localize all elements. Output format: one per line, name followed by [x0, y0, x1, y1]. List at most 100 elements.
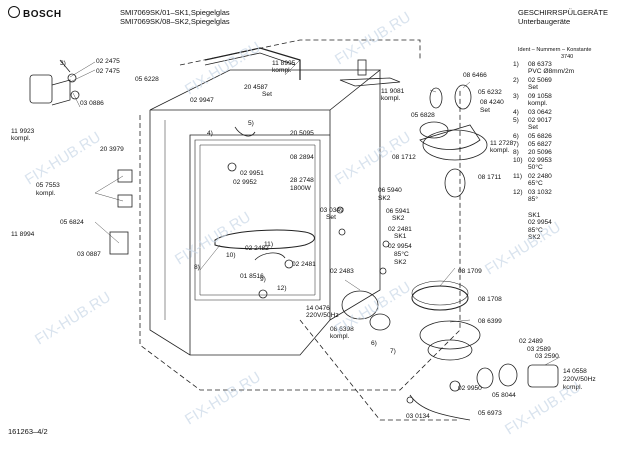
door-seal-inner: [199, 144, 316, 296]
part-label: 11 8995: [272, 60, 296, 67]
part-label: 08 6466: [463, 72, 487, 79]
legend-idx: 7): [513, 141, 519, 148]
legend-desc: SK1: [528, 212, 541, 219]
brand-name: BOSCH: [23, 9, 62, 20]
part-label: Set: [480, 107, 490, 114]
part-label: 11 8994: [11, 231, 35, 238]
part-label: 05 6228: [135, 76, 159, 83]
tub-inner-edge: [189, 134, 330, 355]
callout-8: 8): [194, 264, 200, 271]
part-label: 08 4240: [480, 99, 504, 106]
part-label: kompl.: [11, 135, 31, 142]
part-label: 08 1712: [392, 154, 416, 161]
part-label: 28 2748: [290, 177, 314, 184]
part-label: 02 2489: [519, 338, 543, 345]
legend-header-number: 3740: [561, 54, 574, 60]
spray-arm-hub: [444, 168, 466, 198]
legend-idx: 10): [513, 157, 523, 164]
sump-ring-1: [411, 285, 469, 311]
filter-cylinder: [429, 87, 443, 109]
legend-desc: Set: [528, 84, 538, 91]
part-label: 02 2482: [245, 245, 269, 252]
legend-idx: 12): [513, 189, 523, 196]
part-label: 05 8044: [492, 392, 516, 399]
lower-spray-arm: [422, 129, 488, 161]
part-label: 03 0887: [77, 251, 101, 258]
part-label: 01 8516: [240, 273, 264, 280]
legend-idx: 1): [513, 61, 519, 68]
part-label: 08 1711: [478, 174, 502, 181]
part-label: 06 5940: [378, 187, 402, 194]
legend-num: 05 6826: [528, 133, 552, 140]
part-label: kompl.: [563, 384, 583, 391]
part-label: 02 2483: [330, 268, 354, 275]
part-label: 1800W: [290, 185, 311, 192]
inlet-fitting: [67, 73, 77, 83]
legend-num: 09 1058: [528, 93, 552, 100]
part-label: 11 9081: [381, 88, 405, 95]
part-label: kompl.: [381, 95, 401, 102]
part-label: 20 3979: [100, 146, 124, 153]
part-label: 05 6824: [60, 219, 84, 226]
part-label: 02 9954: [388, 243, 412, 250]
part-label: SK1: [394, 233, 407, 240]
callout-10: 10): [226, 252, 236, 259]
part-label: SK2: [378, 195, 391, 202]
legend-num: 03 1032: [528, 189, 552, 196]
legend-desc: 02 9954: [528, 219, 552, 226]
brand-logo: BOSCH: [8, 6, 62, 20]
part-label: Set: [326, 214, 336, 221]
spray-arm-lower: [419, 124, 481, 150]
callout-3: 3): [60, 60, 66, 67]
circulation-pump: [341, 290, 379, 320]
part-label: 02 2481: [292, 261, 316, 268]
callout-7: 7): [390, 348, 396, 355]
bracket-2: [117, 194, 133, 208]
category-subtitle: Unterbaugeräte: [518, 17, 571, 26]
legend-idx: 5): [513, 117, 519, 124]
bosch-circle-icon: [8, 6, 20, 18]
part-label: 05 6232: [478, 89, 502, 96]
part-label: 08 1708: [478, 296, 502, 303]
legend-desc: PVC Ø8mm/2m: [528, 68, 575, 75]
part-label: kompl.: [330, 333, 350, 340]
part-label: 06 5941: [386, 208, 410, 215]
part-label: 14 0558: [563, 368, 587, 375]
legend-desc: 50°C: [528, 164, 543, 171]
part-label: 05 7553: [36, 182, 60, 189]
part-label: 20 4587: [244, 84, 268, 91]
legend-desc: SK2: [528, 234, 541, 241]
callout-4: 4): [207, 130, 213, 137]
part-label: 08 6399: [478, 318, 502, 325]
bracket-1: [117, 169, 133, 183]
legend-idx: 11): [513, 173, 523, 180]
part-label: 20 5095: [290, 130, 314, 137]
part-label: 02 9952: [233, 179, 257, 186]
legend-idx: 3): [513, 93, 519, 100]
part-label: 03 2589: [527, 346, 551, 353]
legend-desc: 85°: [528, 196, 538, 203]
callout-11: 11): [264, 241, 274, 248]
part-label: 02 2475: [96, 58, 120, 65]
part-label: 08 2894: [290, 154, 314, 161]
category-title: GESCHIRRSPÜLGERÄTE: [518, 8, 609, 17]
part-label: 03 0349: [320, 207, 344, 214]
legend-desc: 85°C: [528, 227, 543, 234]
part-label: 11 2728: [490, 140, 514, 147]
part-label: 11 9923: [11, 128, 35, 135]
part-label: 220V/50Hz: [306, 312, 339, 319]
callout-5: 5): [248, 120, 254, 127]
drain-pump: [527, 364, 559, 388]
part-label: 02 2481: [388, 226, 412, 233]
part-label: 02 7475: [96, 68, 120, 75]
part-label: SK2: [394, 259, 407, 266]
heater-element: [214, 229, 315, 250]
part-label: 14 0476: [306, 305, 330, 312]
part-label: 05 6828: [411, 112, 435, 119]
frame-dashed: [139, 90, 461, 391]
legend-num: 02 5069: [528, 77, 552, 84]
part-label: 85°C: [394, 251, 409, 258]
callout-9: 9): [260, 276, 266, 283]
